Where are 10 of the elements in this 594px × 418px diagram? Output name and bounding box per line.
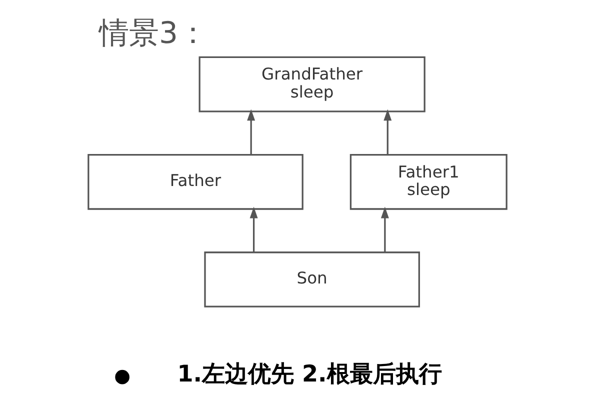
arrow [383, 109, 392, 155]
arrow [380, 206, 388, 252]
arrow [249, 206, 258, 252]
diagram-title: 情景3： [98, 16, 208, 52]
node-box: Father [87, 154, 303, 210]
node-box: Son [204, 252, 420, 308]
node-box: Father1 sleep [349, 154, 507, 210]
arrow [246, 109, 255, 155]
node-box: GrandFather sleep [198, 56, 425, 112]
label: 1.左边优先 2.根最后执行 [176, 361, 442, 388]
